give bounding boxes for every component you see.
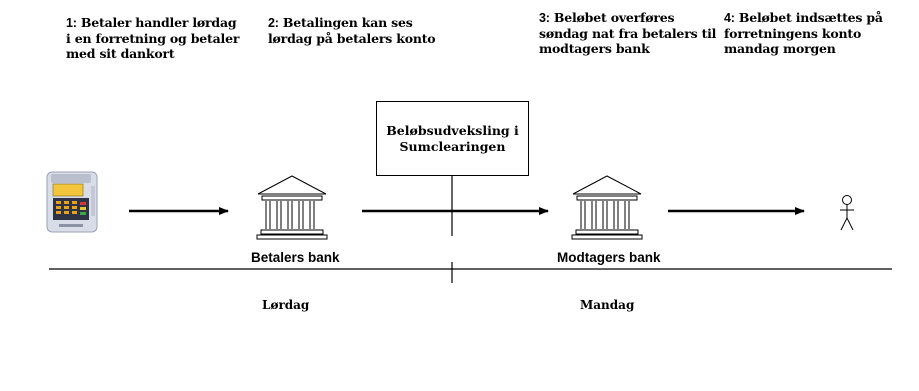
person-icon	[840, 195, 854, 231]
clearing-line-2: Sumclearingen	[399, 138, 506, 154]
day-label-left: Lørdag	[262, 298, 310, 312]
payer-bank-icon	[256, 175, 328, 240]
clearing-box: Beløbsudveksling i Sumclearingen	[376, 101, 529, 176]
card-terminal-icon	[46, 171, 98, 233]
step-1-text: 1: Betaler handler lørdag i en forretnin…	[66, 15, 240, 61]
step-2-text: 2: Betalingen kan ses lørdag på betalers…	[268, 15, 436, 46]
receiver-bank-icon	[571, 175, 643, 240]
payer-bank-label: Betalers bank	[251, 250, 340, 265]
clearing-line-1: Beløbsudveksling i	[386, 122, 519, 138]
step-4-text: 4: Beløbet indsættes på forretningens ko…	[724, 10, 883, 56]
day-label-right: Mandag	[580, 298, 635, 312]
receiver-bank-label: Modtagers bank	[557, 250, 661, 265]
step-3-text: 3: Beløbet overføres søndag nat fra beta…	[539, 10, 717, 56]
